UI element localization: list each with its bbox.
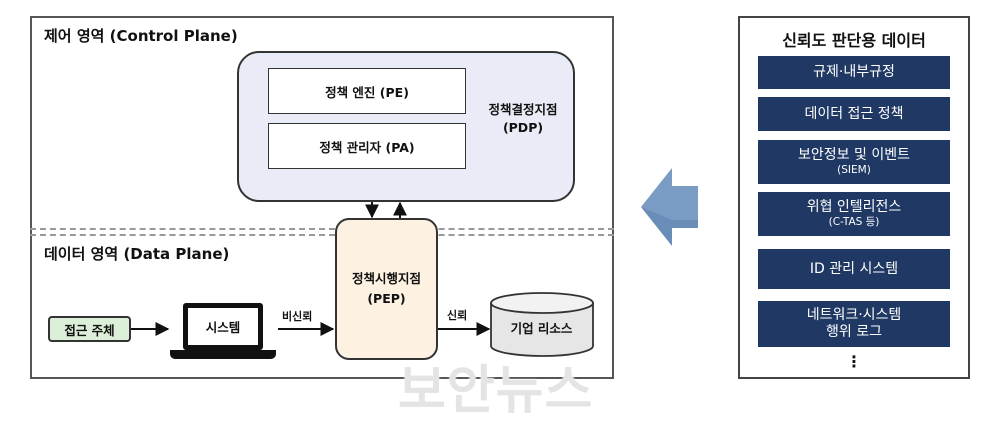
enterprise-resource-cylinder: [490, 292, 594, 357]
system-label: 시스템: [205, 320, 241, 335]
trust-data-item-subtitle: (C-TAS 등): [828, 216, 880, 228]
trusted-label: 신뢰: [447, 309, 468, 322]
pdp-label-line1: 정책결정지점: [488, 102, 558, 117]
control-plane-label: 제어 영역 (Control Plane): [44, 27, 238, 45]
access-subject-box: 접근 주체: [48, 316, 131, 342]
trust-data-item-title: 보안정보 및 이벤트: [798, 147, 910, 163]
trust-data-item-title: ID 관리 시스템: [809, 260, 899, 277]
trust-data-item-behavior-log: 네트워크·시스템 행위 로그: [758, 301, 950, 347]
pep-label-line1: 정책시행지점: [351, 271, 421, 286]
more-items-ellipsis: ⋮: [846, 352, 862, 371]
trust-data-item-subtitle: 행위 로그: [826, 324, 882, 340]
data-plane-label: 데이터 영역 (Data Plane): [44, 245, 230, 263]
pep-box: 정책시행지점 (PEP): [335, 218, 438, 360]
policy-admin-box: 정책 관리자 (PA): [268, 123, 466, 169]
policy-engine-box: 정책 엔진 (PE): [268, 68, 466, 114]
trust-data-item-title: 네트워크·시스템: [806, 307, 902, 323]
plane-divider: [30, 228, 614, 236]
trust-data-item-regulation: 규제·내부규정: [758, 56, 950, 89]
trust-data-item-threat-intel: 위협 인텔리전스 (C-TAS 등): [758, 192, 950, 236]
pdp-label-line2: (PDP): [502, 120, 544, 135]
trust-data-item-subtitle: (SIEM): [837, 164, 871, 176]
trust-data-title: 신뢰도 판단용 데이터: [782, 31, 926, 50]
watermark-logo-text: 보안뉴스: [398, 361, 594, 421]
system-laptop-screen: 시스템: [183, 303, 263, 350]
trust-data-item-id-management: ID 관리 시스템: [758, 249, 950, 289]
big-left-arrow-shade: [641, 207, 698, 246]
trust-data-item-title: 데이터 접근 정책: [804, 105, 904, 122]
untrusted-label: 비신뢰: [282, 310, 313, 323]
trust-data-item-access-policy: 데이터 접근 정책: [758, 97, 950, 131]
trust-data-item-siem: 보안정보 및 이벤트 (SIEM): [758, 140, 950, 184]
laptop-icon-base: [170, 350, 276, 359]
pep-label-line2: (PEP): [367, 291, 406, 306]
trust-data-item-title: 위협 인텔리전스: [806, 199, 902, 215]
enterprise-resource-label: 기업 리소스: [510, 321, 573, 336]
pdp-label: 정책결정지점 (PDP): [472, 101, 574, 137]
trust-data-item-title: 규제·내부규정: [813, 64, 895, 80]
